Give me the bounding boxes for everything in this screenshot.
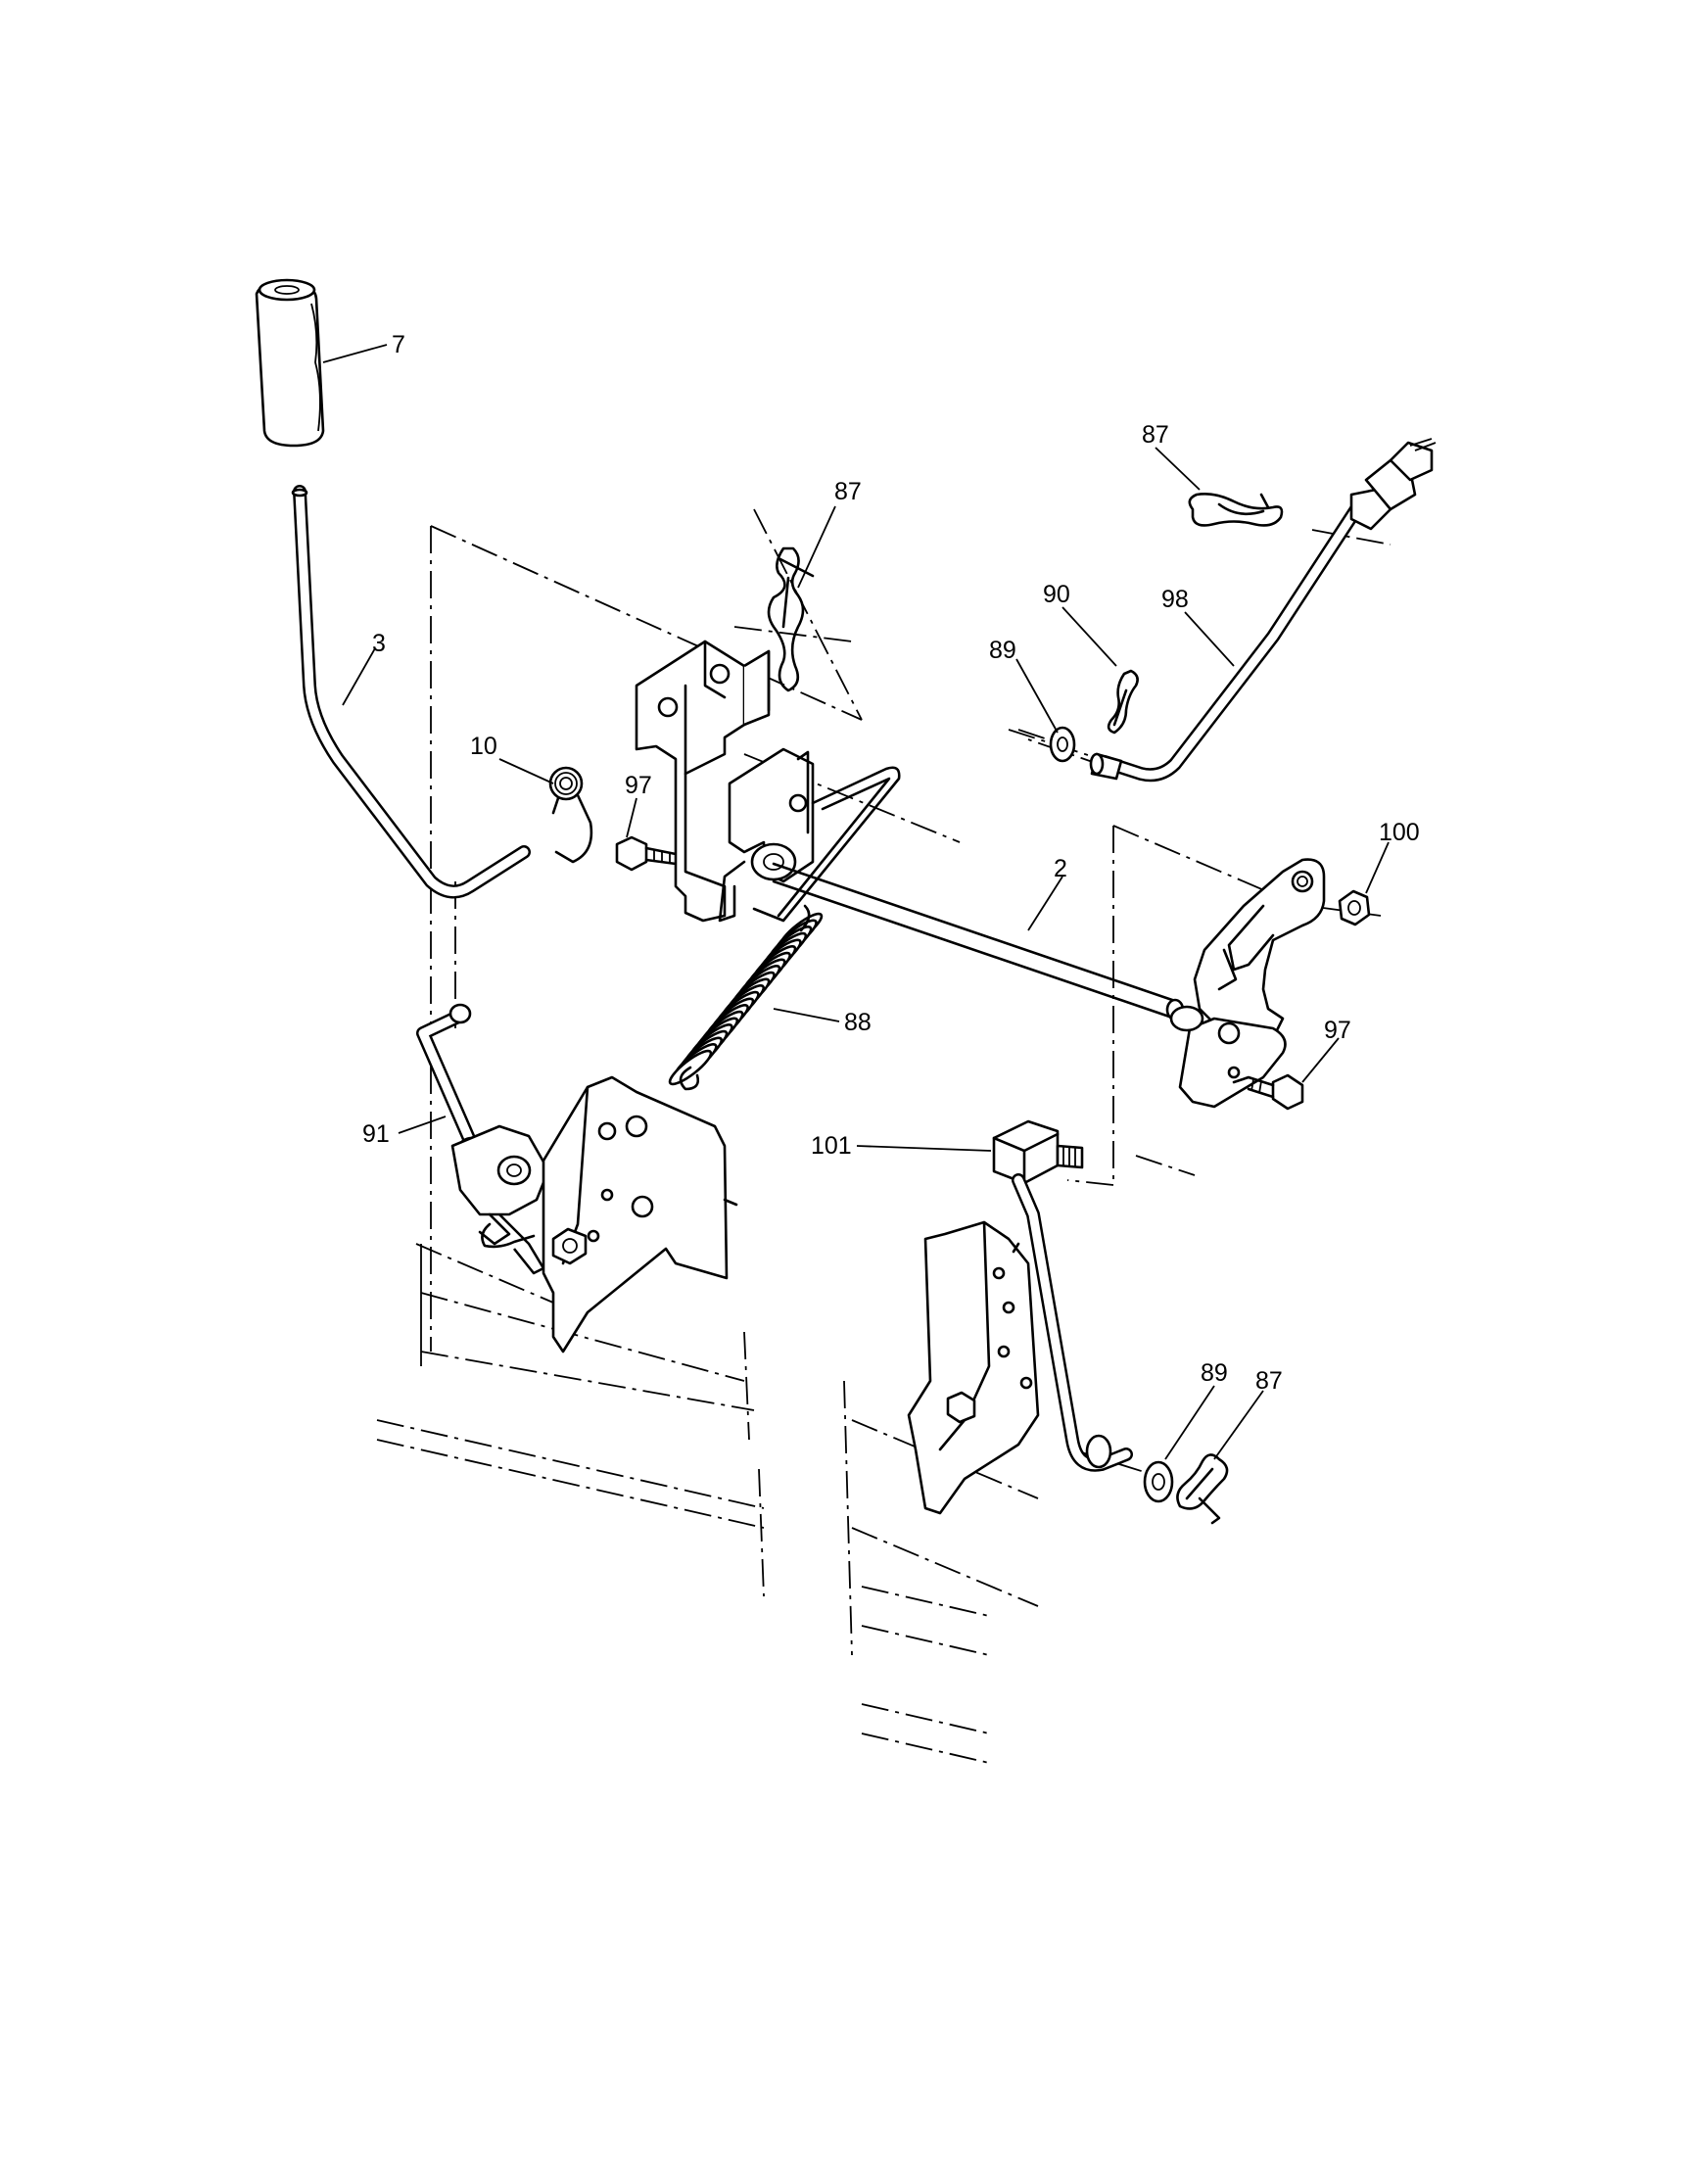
torsion-spring (548, 766, 593, 864)
callout-98: 98 (1161, 586, 1189, 613)
spring-hook (679, 1066, 700, 1091)
callout-100: 100 (1379, 819, 1420, 846)
callout-89-upper: 89 (989, 637, 1016, 664)
extension-spring (668, 904, 824, 1091)
callout-91: 91 (362, 1120, 390, 1148)
flat-washer-upper (1017, 726, 1076, 763)
right-deck-hanger (907, 1220, 1040, 1515)
flange-bolt-left (615, 835, 678, 872)
callout-89-lower: 89 (1201, 1359, 1228, 1387)
left-hanger-rod (416, 1003, 486, 1156)
callout-leaders (322, 344, 1390, 1460)
wire-link (752, 766, 901, 923)
callout-101: 101 (811, 1132, 852, 1160)
hair-pin-clip-upper-right (1188, 493, 1284, 527)
flange-bolt-right (1232, 1073, 1304, 1111)
callout-7: 7 (392, 331, 405, 358)
callout-3: 3 (372, 630, 386, 657)
lift-link-rod (1089, 438, 1437, 783)
handle-grip (255, 278, 325, 448)
flat-washer-lower (1143, 1460, 1174, 1503)
callout-numbers: 7 3 87 10 97 91 88 2 87 90 98 89 100 97 … (362, 331, 1420, 1395)
callout-87-lower: 87 (1255, 1367, 1283, 1395)
cross-shaft (772, 862, 1185, 1021)
callout-97-left: 97 (625, 772, 652, 799)
right-hanger-rod (1012, 1173, 1133, 1472)
spring-hook (799, 904, 811, 932)
callout-97-right: 97 (1324, 1017, 1351, 1044)
left-deck-outline (376, 1243, 765, 1597)
callout-2: 2 (1054, 855, 1067, 882)
callout-90: 90 (1043, 581, 1070, 608)
retaining-clip (1107, 669, 1139, 735)
callout-88: 88 (844, 1009, 872, 1036)
callout-10: 10 (470, 733, 497, 760)
callout-87-upper-right: 87 (1142, 421, 1169, 449)
hair-pin-clip-top (767, 546, 815, 692)
trunnion-block (992, 1119, 1084, 1185)
center-bracket (635, 640, 815, 923)
phantom-lines (430, 508, 1391, 1475)
callout-87-top: 87 (834, 478, 862, 505)
right-lift-arm (1169, 858, 1326, 1109)
lift-handle-rod (291, 485, 531, 899)
hair-pin-clip-lower (1176, 1453, 1229, 1525)
left-lift-bracket (450, 1075, 738, 1353)
hex-nut (1338, 889, 1371, 926)
